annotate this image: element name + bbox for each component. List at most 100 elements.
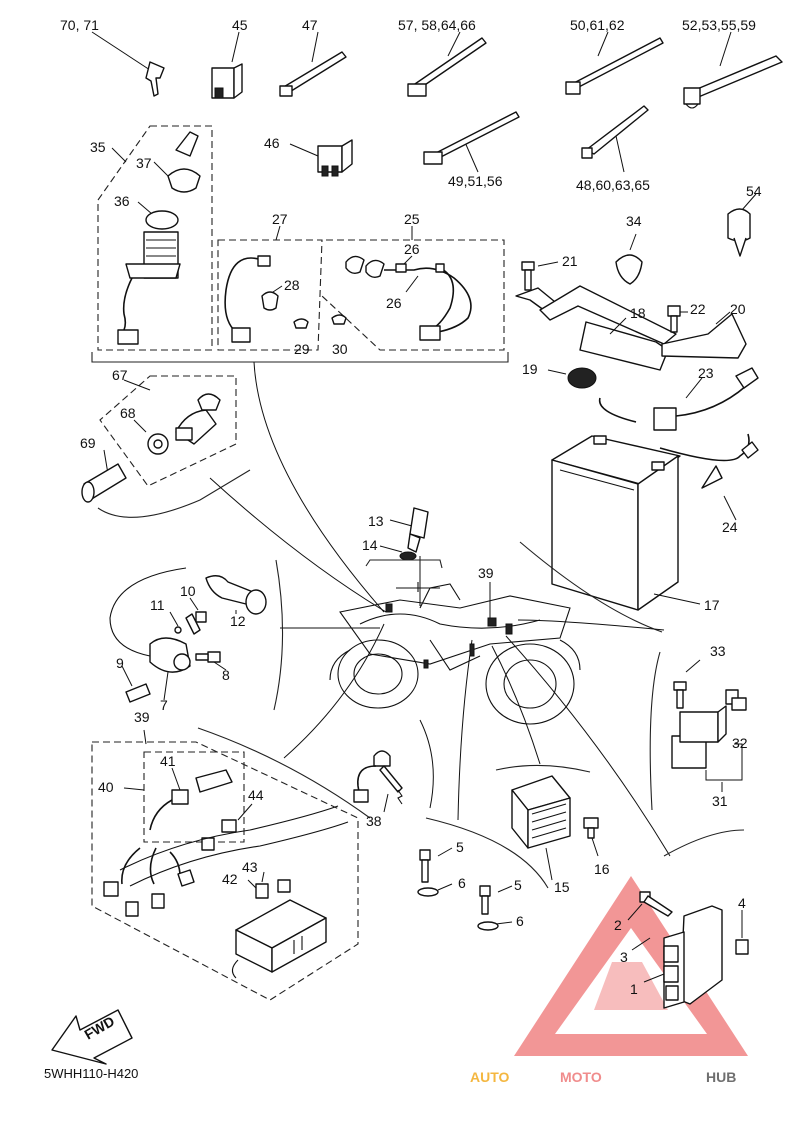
diagram-code: 5WHH110-H420 [44, 1066, 138, 1081]
main-switch-35 [111, 131, 201, 345]
callout-37: 37 [136, 155, 152, 171]
clamp-tie-52 [683, 31, 783, 109]
callout-23: 23 [698, 365, 714, 381]
clamp-tie-48 [581, 105, 649, 173]
starter-relay-31 [671, 659, 747, 792]
callout-28: 28 [284, 277, 300, 293]
callout-16: 16 [594, 861, 610, 877]
callout-69: 69 [80, 435, 96, 451]
bolts-5-6 [417, 847, 513, 931]
sensor-lead-27 [224, 255, 283, 343]
coupler-45 [211, 31, 243, 99]
watermark [514, 876, 748, 1056]
grommets-29-30 [293, 314, 347, 329]
watermark-triangle [514, 876, 748, 1056]
callout-3: 3 [620, 949, 628, 965]
callout-15: 15 [554, 879, 570, 895]
callout-14: 14 [362, 537, 378, 553]
atv-body [329, 582, 581, 725]
callout-26-bottom: 26 [386, 295, 402, 311]
callout-17: 17 [704, 597, 720, 613]
fwd-arrow-icon [51, 1009, 133, 1065]
callout-43: 43 [242, 859, 258, 875]
callout-50-61-62: 50,61,62 [570, 17, 625, 33]
callout-39-bottom: 39 [134, 709, 150, 725]
callout-18: 18 [630, 305, 646, 321]
callout-13: 13 [368, 513, 384, 529]
callout-20: 20 [730, 301, 746, 317]
callout-38: 38 [366, 813, 382, 829]
watermark-auto: AUTO [470, 1069, 510, 1085]
callout-5-top: 5 [456, 839, 464, 855]
callout-24: 24 [722, 519, 738, 535]
battery-17 [551, 435, 701, 611]
callout-2: 2 [614, 917, 622, 933]
callout-12: 12 [230, 613, 246, 629]
lead-23 [598, 367, 759, 431]
cushion-19 [547, 367, 597, 389]
callout-22: 22 [690, 301, 706, 317]
callout-44: 44 [248, 787, 264, 803]
sensor-38 [353, 750, 403, 813]
battery-lead-24 [659, 433, 759, 521]
rectifier-15 [511, 775, 599, 881]
callout-19: 19 [522, 361, 538, 377]
callout-26-top: 26 [404, 241, 420, 257]
callout-45: 45 [232, 17, 248, 33]
callout-57-58-64-66: 57, 58,64,66 [398, 17, 476, 33]
socket-67 [133, 393, 221, 455]
callout-52-53-55-59: 52,53,55,59 [682, 17, 756, 33]
horn-assembly [109, 567, 267, 703]
callout-9: 9 [116, 655, 124, 671]
callout-31: 31 [712, 793, 728, 809]
cable-tie-50 [565, 31, 664, 95]
callout-labels: 70, 71 45 47 57, 58,64,66 50,61,62 52,53… [60, 17, 762, 997]
callout-41: 41 [160, 753, 176, 769]
callout-29: 29 [294, 341, 310, 357]
callout-42: 42 [222, 871, 238, 887]
watermark-moto: MOTO [560, 1069, 602, 1085]
clip-34 [615, 233, 643, 285]
clamp-54 [727, 193, 757, 257]
callout-8: 8 [222, 667, 230, 683]
cover-20 [661, 311, 747, 359]
cdi-unit-1 [627, 891, 749, 1009]
callout-48-60-63-65: 48,60,63,65 [576, 177, 650, 193]
callout-36: 36 [114, 193, 130, 209]
callout-35: 35 [90, 139, 106, 155]
callout-68: 68 [120, 405, 136, 421]
callout-25: 25 [404, 211, 420, 227]
callout-40: 40 [98, 779, 114, 795]
cable-tie-47 [279, 31, 347, 97]
callout-47: 47 [302, 17, 318, 33]
callout-5-bottom: 5 [514, 877, 522, 893]
callout-39-top: 39 [478, 565, 494, 581]
cable-tie-49 [423, 111, 520, 173]
callout-10: 10 [180, 583, 196, 599]
callout-54: 54 [746, 183, 762, 199]
relay-46 [289, 139, 353, 177]
callout-4: 4 [738, 895, 746, 911]
callout-34: 34 [626, 213, 642, 229]
wire-harness-39 [103, 767, 349, 979]
callout-32: 32 [732, 735, 748, 751]
callout-6-bottom: 6 [516, 913, 524, 929]
callout-30: 30 [332, 341, 348, 357]
callout-49-51-56: 49,51,56 [448, 173, 503, 189]
grip-69 [81, 449, 127, 503]
bolt-21 [521, 261, 559, 291]
callout-6-top: 6 [458, 875, 466, 891]
callout-7: 7 [160, 697, 168, 713]
watermark-hub: HUB [706, 1069, 736, 1085]
battery-bracket-18 [515, 285, 677, 371]
cable-tie-57 [407, 31, 487, 97]
sensor-lead-25 [345, 255, 472, 341]
sensor-13 [365, 507, 443, 569]
callout-46: 46 [264, 135, 280, 151]
callout-21: 21 [562, 253, 578, 269]
callout-11: 11 [150, 597, 165, 613]
callout-1: 1 [630, 981, 638, 997]
screw-22 [667, 305, 688, 333]
callout-67: 67 [112, 367, 128, 383]
